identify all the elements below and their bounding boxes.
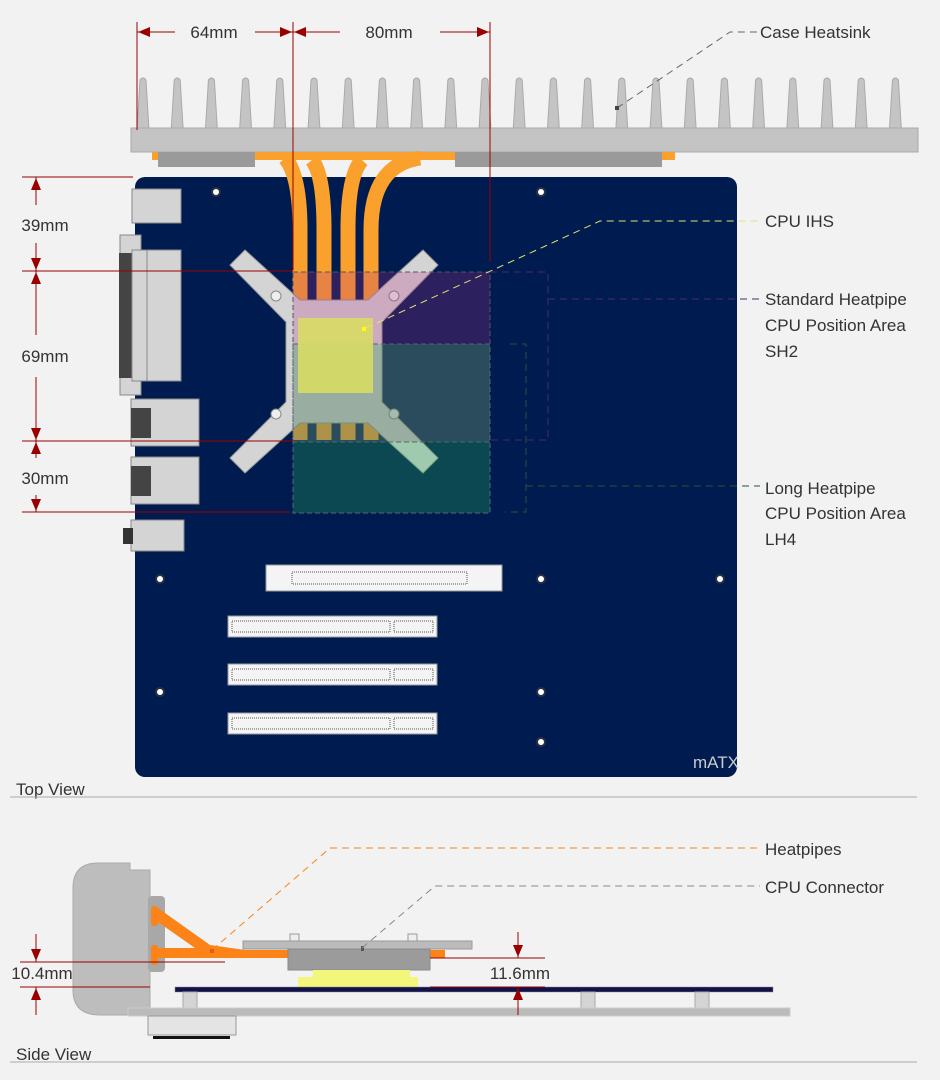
heatsink-fin (444, 77, 458, 131)
label-heatpipes: Heatpipes (765, 840, 842, 859)
heatsink-fin (854, 77, 868, 131)
screw-hole (536, 687, 546, 697)
pcie-slot (265, 564, 503, 592)
cpu-ihs (298, 318, 373, 393)
heatsink-fin (341, 77, 355, 131)
pci-slot (227, 712, 438, 735)
dim-69mm: 69mm (21, 347, 68, 366)
case-heatsink (130, 77, 919, 167)
dim-80mm: 80mm (365, 23, 412, 42)
heatsink-fin (136, 77, 150, 131)
label-lh4-line2: CPU Position Area (765, 504, 906, 523)
expansion-slots (227, 564, 503, 735)
dim-10-4mm: 10.4mm (11, 964, 72, 983)
label-sh2-line2: CPU Position Area (765, 316, 906, 335)
label-cpu-ihs: CPU IHS (765, 212, 834, 231)
screw-hole (536, 187, 546, 197)
screw-hole (155, 687, 165, 697)
heatsink-fin (478, 77, 492, 131)
heatsink-fin (752, 77, 766, 131)
label-cpu-connector: CPU Connector (765, 878, 884, 897)
heatsink-fin (786, 77, 800, 131)
heatsink-fin (546, 77, 560, 131)
pci-slot (227, 615, 438, 638)
heatsink-fin (717, 77, 731, 131)
screw-hole (211, 187, 221, 197)
heatsink-fin (239, 77, 253, 131)
dim-11-6mm: 11.6mm (490, 964, 550, 983)
heatsink-fin (273, 77, 287, 131)
heatsink-fin (888, 77, 902, 131)
heatsink-fin (820, 77, 834, 131)
heatpipes-top (279, 150, 422, 440)
heatsink-fin (615, 77, 629, 131)
section-side-view: Side View (16, 1045, 92, 1064)
heatsink-fins (136, 77, 902, 131)
mounting-holes (155, 187, 725, 747)
label-case-heatsink: Case Heatsink (760, 23, 871, 42)
dimension-lines (22, 22, 491, 513)
pci-slot (227, 663, 438, 686)
label-lh4-line1: Long Heatpipe (765, 479, 876, 498)
board-form-factor-label: mATX (693, 753, 739, 772)
heatsink-fin (683, 77, 697, 131)
screw-hole (536, 574, 546, 584)
io-ports (119, 188, 200, 552)
heatsink-fin (204, 77, 218, 131)
heatsink-fin (512, 77, 526, 131)
side-view (72, 862, 791, 1039)
heatsink-fin (375, 77, 389, 131)
dim-30mm: 30mm (21, 469, 68, 488)
heatsink-fin (581, 77, 595, 131)
screw-hole (536, 737, 546, 747)
dim-64mm: 64mm (190, 23, 237, 42)
heatsink-fin (170, 77, 184, 131)
label-sh2-line3: SH2 (765, 342, 798, 361)
section-top-view: Top View (16, 780, 85, 799)
heatsink-fin (649, 77, 663, 131)
screw-hole (715, 574, 725, 584)
heatsink-fin (307, 77, 321, 131)
dim-39mm: 39mm (21, 216, 68, 235)
label-lh4-line3: LH4 (765, 530, 796, 549)
label-sh2-line1: Standard Heatpipe (765, 290, 907, 309)
heatsink-fin (410, 77, 424, 131)
side-dimension-lines (20, 932, 545, 1015)
screw-hole (155, 574, 165, 584)
